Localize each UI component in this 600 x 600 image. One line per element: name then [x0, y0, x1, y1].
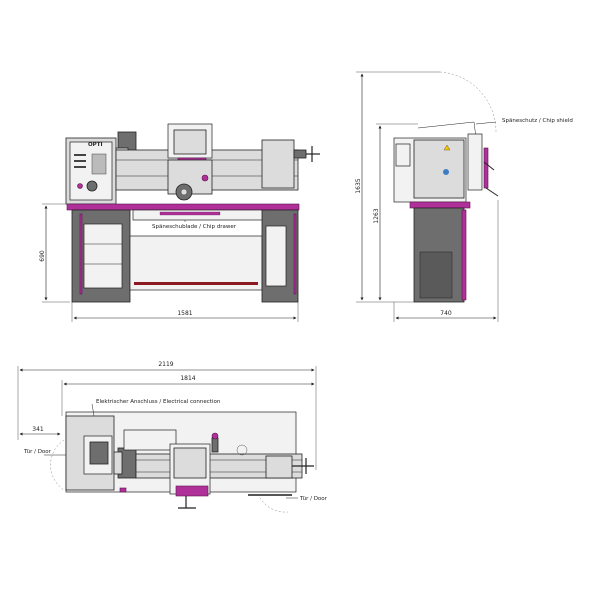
door-left-label: Tür / Door [23, 449, 52, 455]
info-plate [91, 153, 107, 175]
table-height-dim-1263: 1263 [373, 208, 380, 223]
front-view-dimensions: 690 1581 [39, 203, 299, 322]
left-cabinet-trim [79, 213, 83, 295]
top-chip-shield [123, 429, 177, 451]
indicator-strip [74, 166, 86, 168]
offset-dim-341: 341 [32, 426, 44, 433]
indicator-strip [74, 154, 86, 156]
tailstock [261, 139, 295, 189]
top-tool-post [173, 447, 207, 479]
top-motor-cover [89, 441, 109, 465]
depth-dim-740: 740 [440, 310, 452, 317]
right-cabinet-trim [293, 213, 297, 295]
side-body [413, 139, 465, 199]
electrical-connection-label: Elektrischer Anschluss / Electrical conn… [96, 399, 221, 405]
top-knob-icon [211, 432, 219, 440]
side-panel [395, 143, 411, 167]
chip-tray [129, 235, 263, 291]
door-right-label: Tür / Door [299, 496, 328, 502]
right-door [248, 494, 292, 496]
indicator-icon [443, 169, 449, 175]
right-cabinet-door [265, 225, 287, 287]
top-view-dimensions: 2119 1814 341 [17, 361, 317, 470]
side-tailstock [467, 133, 483, 191]
top-lever [211, 437, 219, 453]
side-view: Späneschutz / Chip shield [393, 71, 573, 303]
emergency-stop-icon [77, 183, 83, 189]
top-tailstock [265, 455, 293, 479]
top-vent-icon [236, 444, 248, 456]
front-view: OPTI Späneschublade / Chip drawer [65, 123, 320, 303]
top-view: Elektrischer Anschluss / Electrical conn… [23, 399, 328, 513]
length-dim-1814: 1814 [180, 375, 195, 382]
right-door-arc [257, 493, 289, 513]
tailstock-quill [293, 149, 307, 159]
side-stand-door [419, 251, 453, 299]
brand-label: OPTI [88, 142, 103, 148]
height-dim-690: 690 [39, 250, 46, 262]
width-dim-1581: 1581 [177, 310, 192, 317]
chip-drawer-label: Späneschublade / Chip drawer [152, 224, 237, 230]
top-base-accent [119, 487, 127, 493]
overall-height-dim-1635: 1635 [355, 178, 362, 193]
side-stand-top [409, 201, 471, 209]
speed-dial-icon [86, 180, 98, 192]
indicator-strip [74, 160, 86, 162]
left-cabinet-door [83, 223, 123, 289]
side-accent [483, 147, 489, 189]
chip-tray-lip [134, 282, 258, 285]
chip-drawer-handle [159, 211, 221, 216]
tool-post [173, 129, 207, 155]
chip-shield-arc [439, 71, 497, 133]
chip-shield [417, 121, 477, 139]
overall-length-dim-2119: 2119 [158, 361, 173, 368]
top-apron-accent [175, 485, 209, 497]
side-stand-trim [461, 209, 467, 301]
left-door-arc [50, 439, 65, 491]
chip-shield-label: Späneschutz / Chip shield [502, 118, 573, 124]
stand-top-plate [66, 203, 300, 211]
warning-icon [443, 144, 451, 151]
lever-knob-icon [201, 174, 209, 182]
side-view-dimensions: 1635 1263 740 [355, 71, 499, 322]
top-spindle [113, 451, 123, 475]
